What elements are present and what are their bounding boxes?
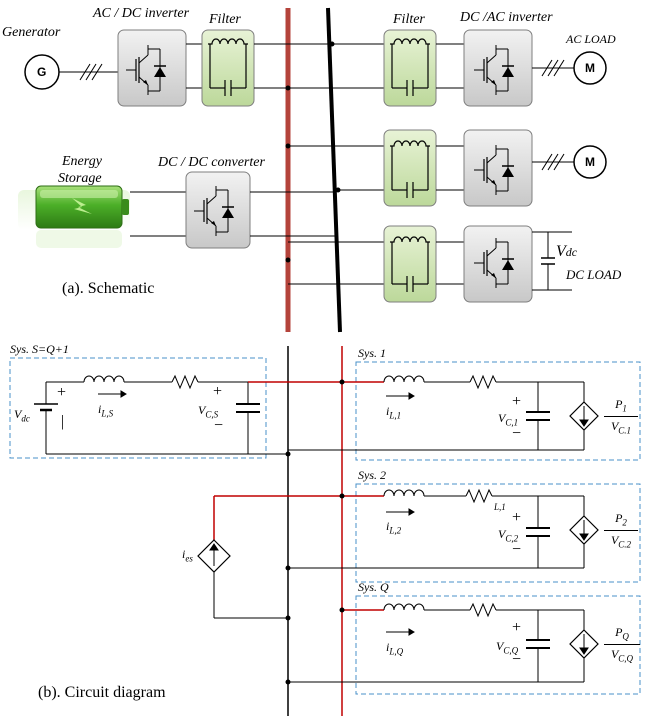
motor-symbol-label-1: M — [585, 61, 595, 75]
vcq-label: VC,Q — [496, 639, 519, 656]
sys-s-wiring — [34, 374, 288, 455]
vc2-plus: + — [512, 509, 522, 526]
vc2-minus: − — [512, 541, 522, 558]
p2-fraction: P2 VC.2 — [604, 512, 638, 550]
sys-1-box — [355, 361, 641, 461]
three-phase-marker — [541, 153, 565, 171]
circuit-caption: (b). Circuit diagram — [38, 684, 166, 701]
dc-dc-converter-label: DC / DC converter — [158, 155, 265, 170]
three-phase-marker — [541, 59, 565, 77]
filter-box-right-3 — [383, 225, 437, 303]
vc1-plus: + — [512, 393, 522, 410]
three-phase-marker-gen — [79, 63, 103, 81]
sys-s-label: Sys. S=Q+1 — [10, 342, 69, 356]
dc-ac-inverter-label: DC /AC inverter — [460, 10, 553, 25]
plus-sign: + — [57, 384, 67, 401]
pq-fraction: PQ VC,Q — [604, 626, 640, 664]
sys-q-label: Sys. Q — [358, 580, 389, 594]
dc-ac-inverter-box-2 — [463, 129, 533, 207]
sys-1-label: Sys. 1 — [358, 346, 386, 360]
storage-label: Storage — [58, 171, 102, 186]
p1-fraction: P1 VC.1 — [604, 398, 638, 436]
motor-symbol-label-2: M — [585, 155, 595, 169]
sys-2-wiring — [213, 488, 599, 569]
ilq-label: iL,Q — [386, 640, 404, 657]
inductor-icon — [390, 140, 430, 198]
il1-label: iL,1 — [386, 404, 402, 421]
energy-label: Energy — [62, 154, 102, 169]
generator-symbol-label: G — [37, 65, 47, 79]
ac-dc-inverter-box — [117, 29, 187, 107]
il2-label: iL,2 — [386, 519, 402, 536]
inductor-icon — [208, 38, 248, 96]
vc2-label: VC,2 — [498, 527, 519, 544]
inductor-icon — [390, 236, 430, 292]
sys-1-wiring — [288, 374, 599, 451]
dc-ac-inverter-box-1 — [463, 29, 533, 107]
sys-q-wiring — [288, 602, 599, 683]
battery-icon — [18, 185, 130, 248]
dc-load-label: DC LOAD — [566, 267, 622, 282]
sys-s-box — [9, 357, 267, 459]
vcs-minus: − — [214, 417, 224, 434]
ac-load-label: AC LOAD — [566, 32, 616, 46]
ies-label: ies — [182, 547, 193, 564]
filter-box-right-2 — [383, 129, 437, 207]
dc-dc-converter-box — [185, 171, 251, 249]
motor-symbol-1 — [573, 51, 607, 85]
filter-label-right: Filter — [393, 12, 425, 27]
sys-q-box — [355, 595, 641, 695]
minus-sign: | — [61, 413, 65, 430]
l1-label: L,1 — [494, 502, 506, 512]
schematic-caption: (a). Schematic — [62, 280, 155, 297]
vdc-circuit-label: Vdc — [14, 407, 30, 424]
ac-dc-inverter-label: AC / DC inverter — [93, 6, 190, 21]
vcs-label: VC,S — [198, 403, 219, 420]
sys-2-label: Sys. 2 — [358, 468, 386, 482]
filter-label-left: Filter — [209, 12, 241, 27]
vdc-label: Vdc — [556, 243, 578, 260]
filter-box-left — [201, 29, 255, 107]
ils-label: iL,S — [98, 402, 114, 419]
vcq-plus: + — [512, 619, 522, 636]
dc-bus-line — [326, 7, 342, 333]
vcq-minus: − — [512, 651, 522, 668]
vc1-label: VC,1 — [498, 411, 519, 428]
vcs-plus: + — [213, 383, 223, 400]
vc1-minus: − — [512, 425, 522, 442]
motor-symbol-2 — [573, 145, 607, 179]
inductor-icon — [390, 38, 430, 96]
ies-current-source — [197, 539, 288, 619]
generator-label: Generator — [2, 25, 61, 40]
dc-dc-box-load — [463, 225, 533, 303]
filter-box-right-1 — [383, 29, 437, 107]
sys-2-box — [355, 483, 641, 583]
